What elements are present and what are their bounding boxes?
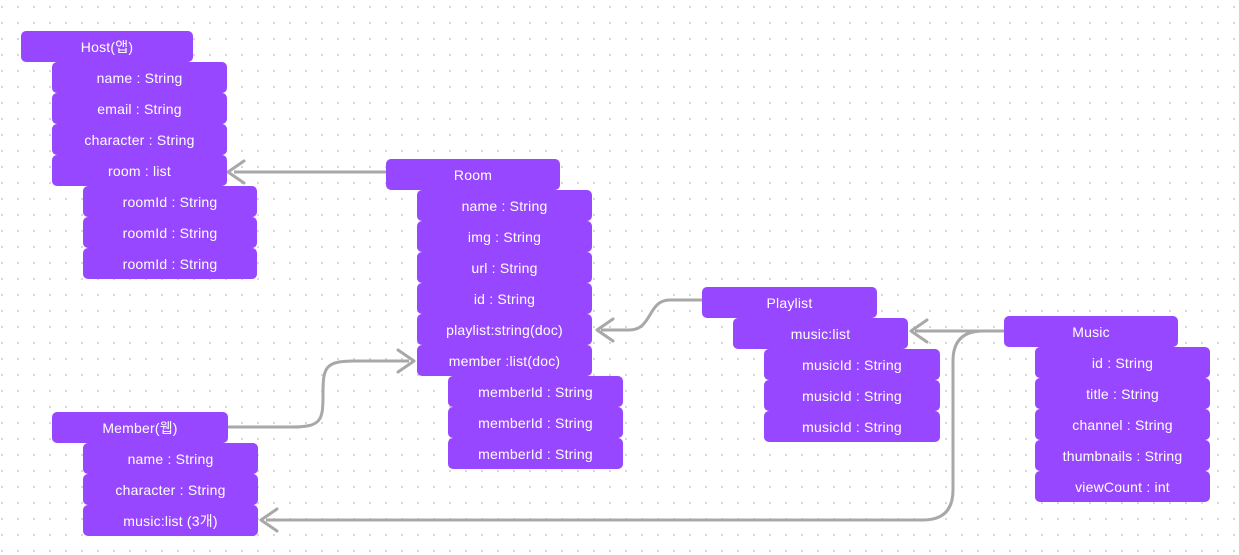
entity-title-music[interactable]: Music	[1004, 316, 1178, 347]
field-row-music[interactable]: id : String	[1035, 347, 1210, 378]
field-row-room[interactable]: name : String	[417, 190, 592, 221]
field-row-room[interactable]: img : String	[417, 221, 592, 252]
field-row-host[interactable]: room : list	[52, 155, 227, 186]
field-row-room[interactable]: playlist:string(doc)	[417, 314, 592, 345]
field-row-member[interactable]: name : String	[83, 443, 258, 474]
field-row-music[interactable]: thumbnails : String	[1035, 440, 1210, 471]
field-row-host[interactable]: name : String	[52, 62, 227, 93]
entity-title-member[interactable]: Member(웹)	[52, 412, 228, 443]
arrowhead-member-to-room-member-list	[396, 348, 416, 374]
field-row-room[interactable]: member :list(doc)	[417, 345, 592, 376]
field-row-host[interactable]: character : String	[52, 124, 227, 155]
connector-music-to-member-music-list[interactable]	[266, 329, 1004, 522]
entity-title-host[interactable]: Host(앱)	[21, 31, 193, 62]
nested-field-row-host[interactable]: roomId : String	[83, 248, 257, 279]
field-row-playlist[interactable]: music:list	[733, 318, 908, 349]
field-row-music[interactable]: channel : String	[1035, 409, 1210, 440]
nested-field-row-room[interactable]: memberId : String	[448, 407, 623, 438]
nested-field-row-playlist[interactable]: musicId : String	[764, 349, 940, 380]
field-row-host[interactable]: email : String	[52, 93, 227, 124]
field-row-room[interactable]: url : String	[417, 252, 592, 283]
field-row-room[interactable]: id : String	[417, 283, 592, 314]
field-row-member[interactable]: music:list (3개)	[83, 505, 258, 536]
connector-member-to-room-member-list[interactable]	[228, 359, 409, 429]
arrowhead-room-to-host-room-list	[226, 159, 246, 185]
nested-field-row-room[interactable]: memberId : String	[448, 438, 623, 469]
arrowhead-playlist-to-room-playlist	[595, 317, 615, 343]
nested-field-row-host[interactable]: roomId : String	[83, 186, 257, 217]
field-row-music[interactable]: viewCount : int	[1035, 471, 1210, 502]
nested-field-row-room[interactable]: memberId : String	[448, 376, 623, 407]
nested-field-row-playlist[interactable]: musicId : String	[764, 380, 940, 411]
connector-playlist-to-room-playlist[interactable]	[601, 298, 702, 332]
arrowhead-music-to-member-music-list	[259, 507, 279, 533]
field-row-music[interactable]: title : String	[1035, 378, 1210, 409]
nested-field-row-host[interactable]: roomId : String	[83, 217, 257, 248]
field-row-member[interactable]: character : String	[83, 474, 258, 505]
entity-title-playlist[interactable]: Playlist	[702, 287, 877, 318]
entity-title-room[interactable]: Room	[386, 159, 560, 190]
nested-field-row-playlist[interactable]: musicId : String	[764, 411, 940, 442]
arrowhead-music-to-playlist-music-list	[909, 318, 929, 344]
